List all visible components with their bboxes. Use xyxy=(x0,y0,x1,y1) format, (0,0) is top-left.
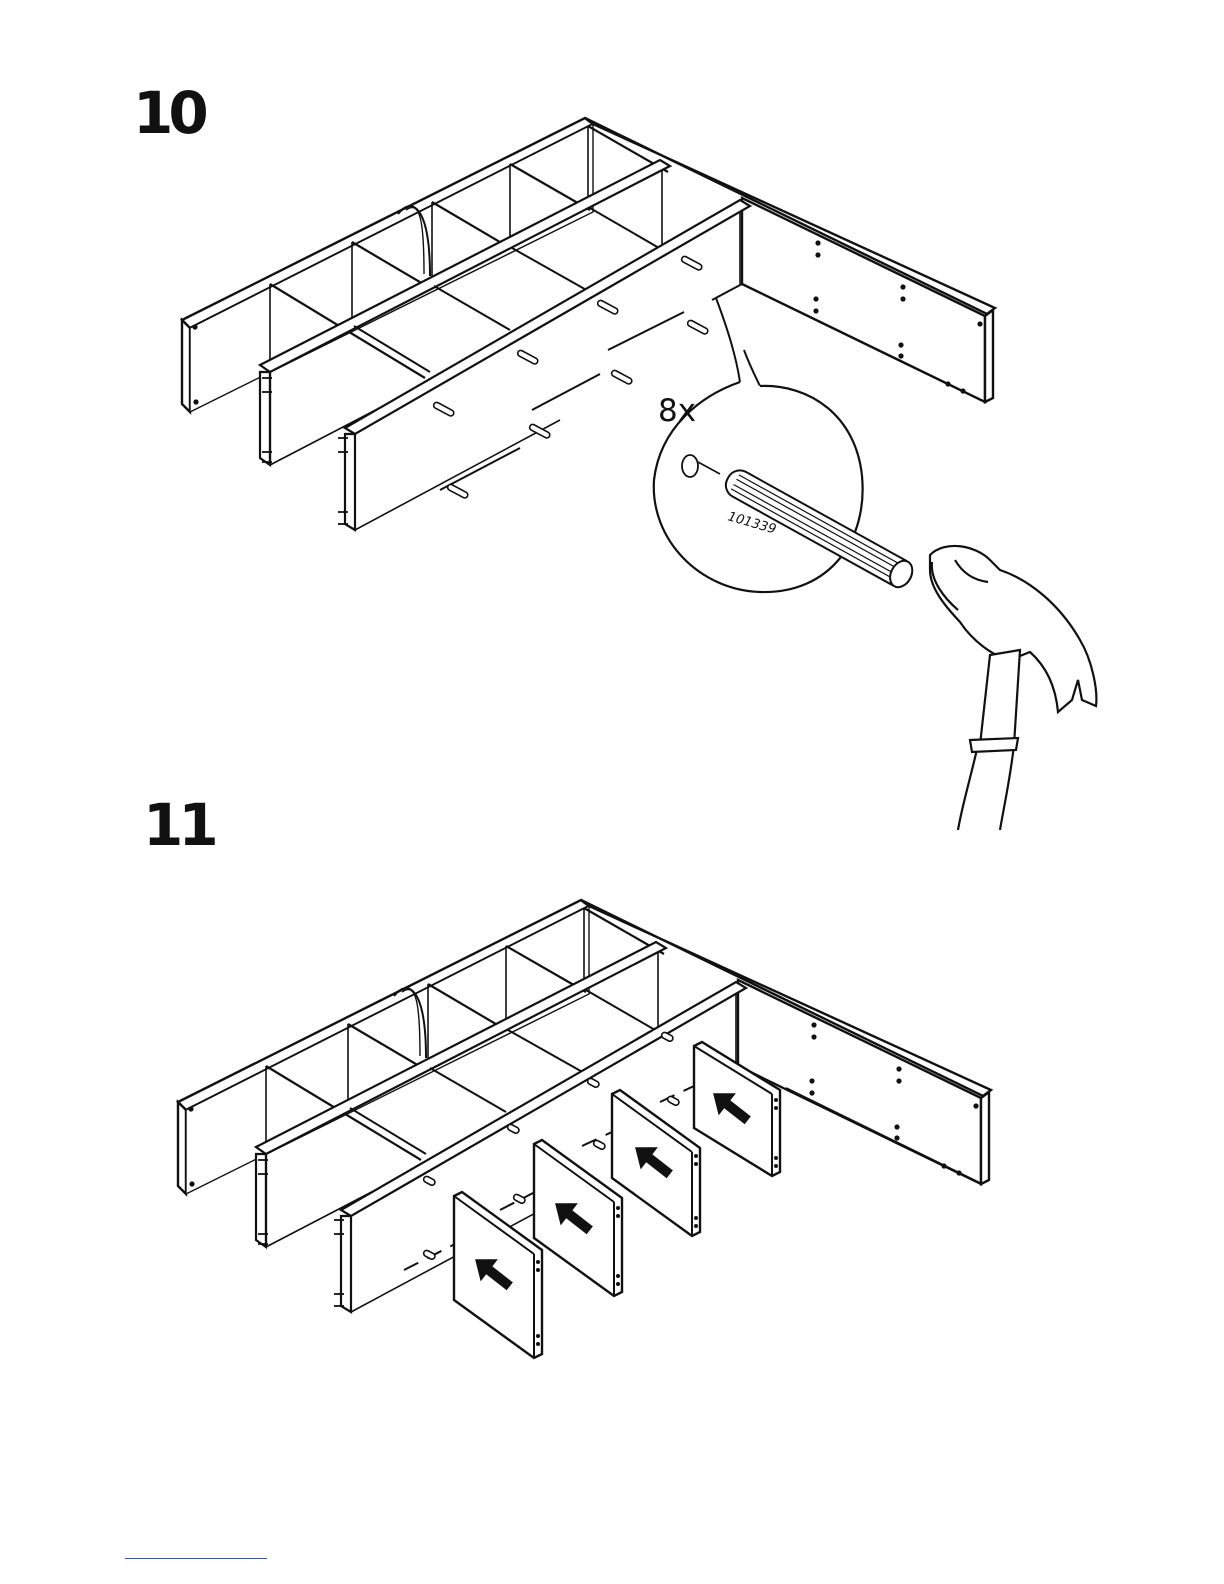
divider-panel xyxy=(534,1140,622,1296)
callout-quantity: 8x xyxy=(658,393,696,429)
step-10-shelf-frame xyxy=(182,118,995,530)
divider-panels xyxy=(454,1042,780,1358)
divider-panel xyxy=(612,1090,700,1236)
hammer-icon xyxy=(930,546,1096,830)
footer-rule xyxy=(125,1558,267,1559)
